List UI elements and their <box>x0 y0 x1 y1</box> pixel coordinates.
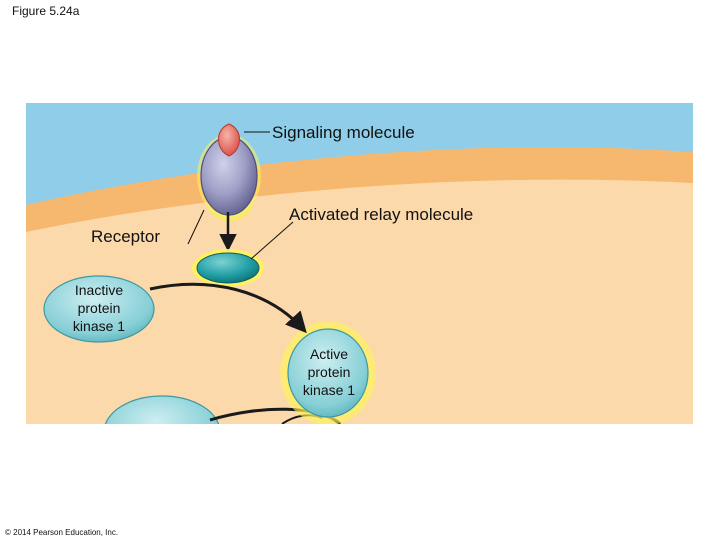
active-protein-kinase-1 <box>287 328 369 418</box>
copyright-notice: © 2014 Pearson Education, Inc. <box>5 528 119 537</box>
inactive-kinase-line: kinase 1 <box>73 318 125 334</box>
kinase-activation-arrow <box>149 282 307 334</box>
inactive-kinase-line: Inactive <box>75 282 123 298</box>
cytoplasm <box>26 179 693 424</box>
active-kinase-line: protein <box>308 364 351 380</box>
receptor-leader <box>187 209 205 245</box>
inactive-kinase-line: protein <box>78 300 121 316</box>
activated-relay-molecule <box>196 252 260 284</box>
lower-kinase <box>104 395 220 424</box>
receptor-label: Receptor <box>91 227 160 246</box>
inactive-kinase-label: Inactive protein kinase 1 <box>73 282 125 334</box>
signaling-molecule <box>218 123 240 157</box>
active-kinase-label: Active protein kinase 1 <box>303 346 355 398</box>
inactive-protein-kinase-1 <box>43 275 155 343</box>
signaling-molecule-label: Signaling molecule <box>272 123 415 142</box>
activated-relay-molecule-label: Activated relay molecule <box>289 205 473 224</box>
active-kinase-line: kinase 1 <box>303 382 355 398</box>
figure-label: Figure 5.24a <box>12 4 80 18</box>
relay-leader <box>250 221 294 260</box>
active-kinase-line: Active <box>310 346 348 362</box>
